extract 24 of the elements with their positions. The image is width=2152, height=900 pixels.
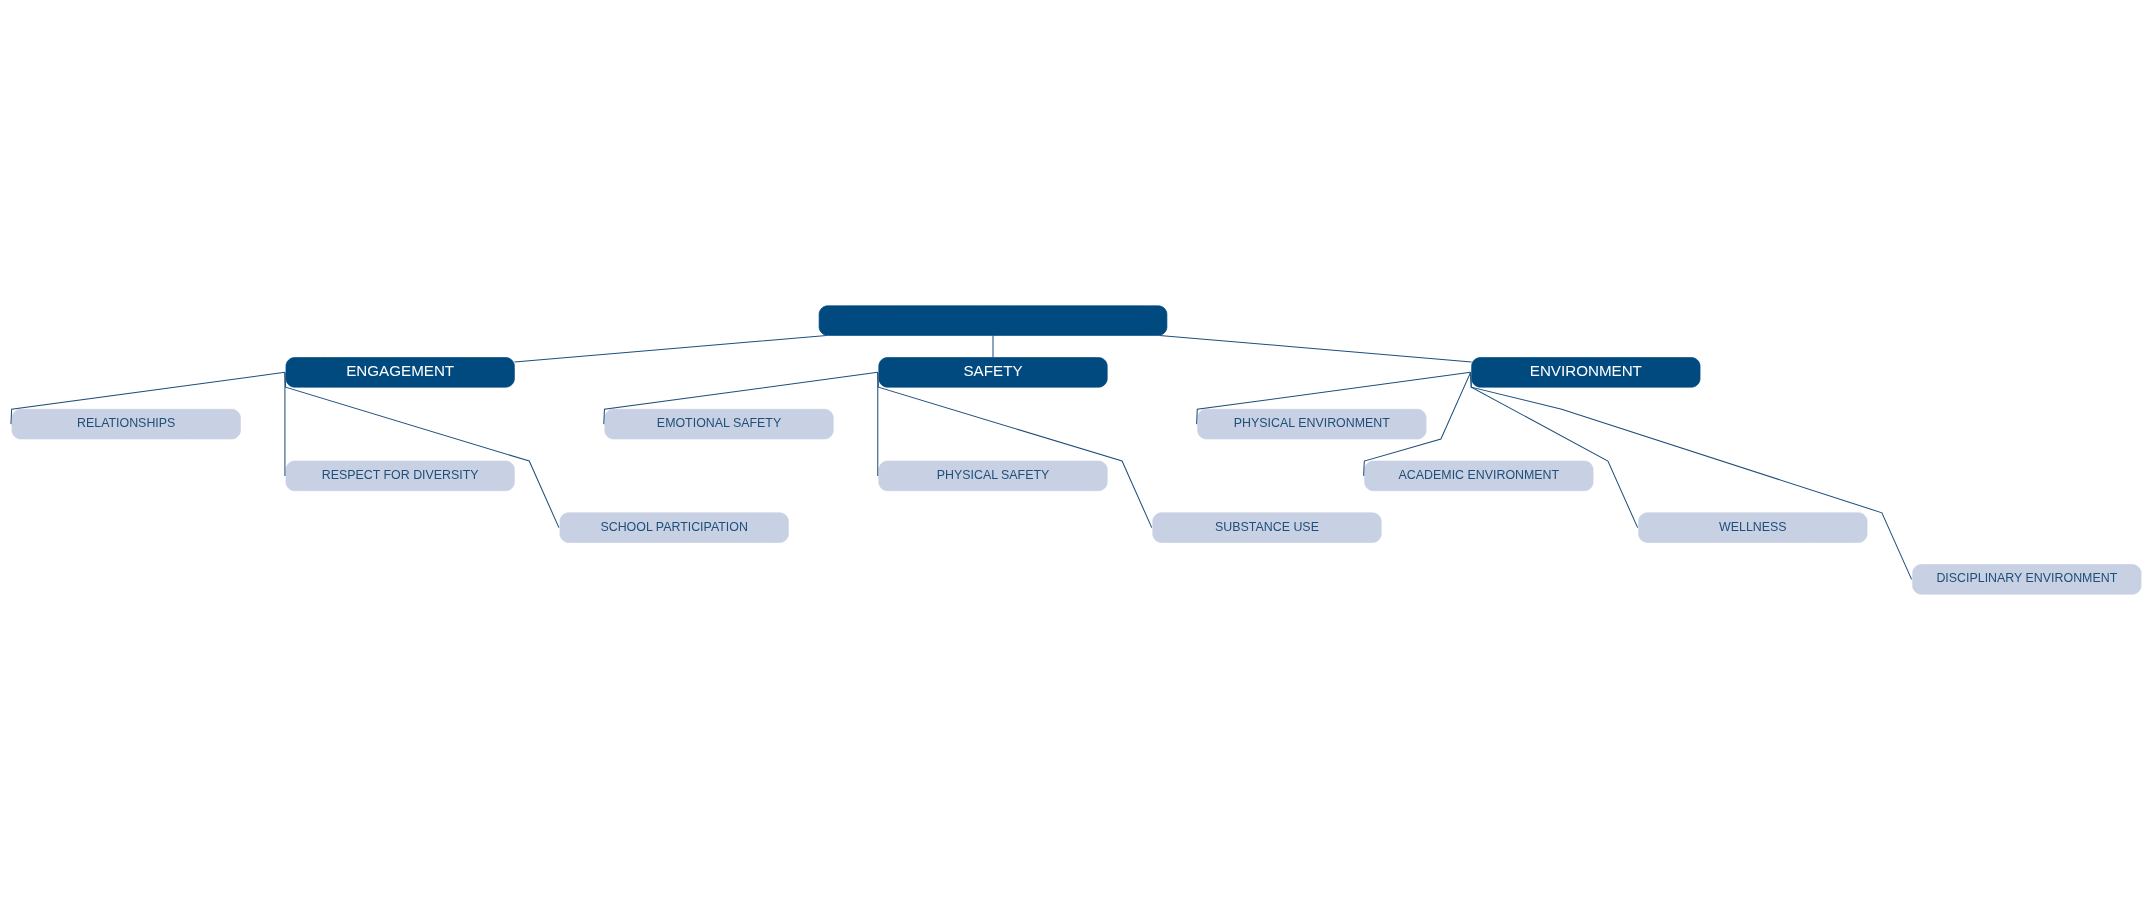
- node-box: ENGAGEMENT: [285, 357, 515, 388]
- connector: [10, 371, 286, 425]
- node-box: RESPECT FOR DIVERSITY: [285, 460, 515, 492]
- connector: [513, 334, 827, 363]
- node-box: RELATIONSHIPS: [11, 408, 241, 440]
- node-box: PHYSICAL ENVIRONMENT: [1197, 408, 1427, 440]
- node-box: ACADEMIC ENVIRONMENT: [1364, 460, 1594, 492]
- connector: [284, 371, 560, 529]
- node-box: SUBSTANCE USE: [1152, 512, 1382, 543]
- connector: [1196, 371, 1472, 425]
- node-box: WELLNESS: [1638, 512, 1868, 543]
- node-box: DISCIPLINARY ENVIRONMENT: [1912, 564, 2142, 595]
- node-box: [818, 305, 1168, 336]
- connector: [877, 371, 1153, 529]
- node-box: SAFETY: [878, 357, 1108, 388]
- node-box: PHYSICAL SAFETY: [878, 460, 1108, 492]
- connector: [1363, 371, 1472, 477]
- node-box: ENVIRONMENT: [1471, 357, 1701, 388]
- node-box: EMOTIONAL SAFETY: [604, 408, 834, 440]
- connector: [1470, 371, 1913, 580]
- node-box: SCHOOL PARTICIPATION: [559, 512, 789, 543]
- connector: [603, 371, 879, 425]
- connector: [992, 335, 994, 359]
- connector: [1159, 334, 1473, 363]
